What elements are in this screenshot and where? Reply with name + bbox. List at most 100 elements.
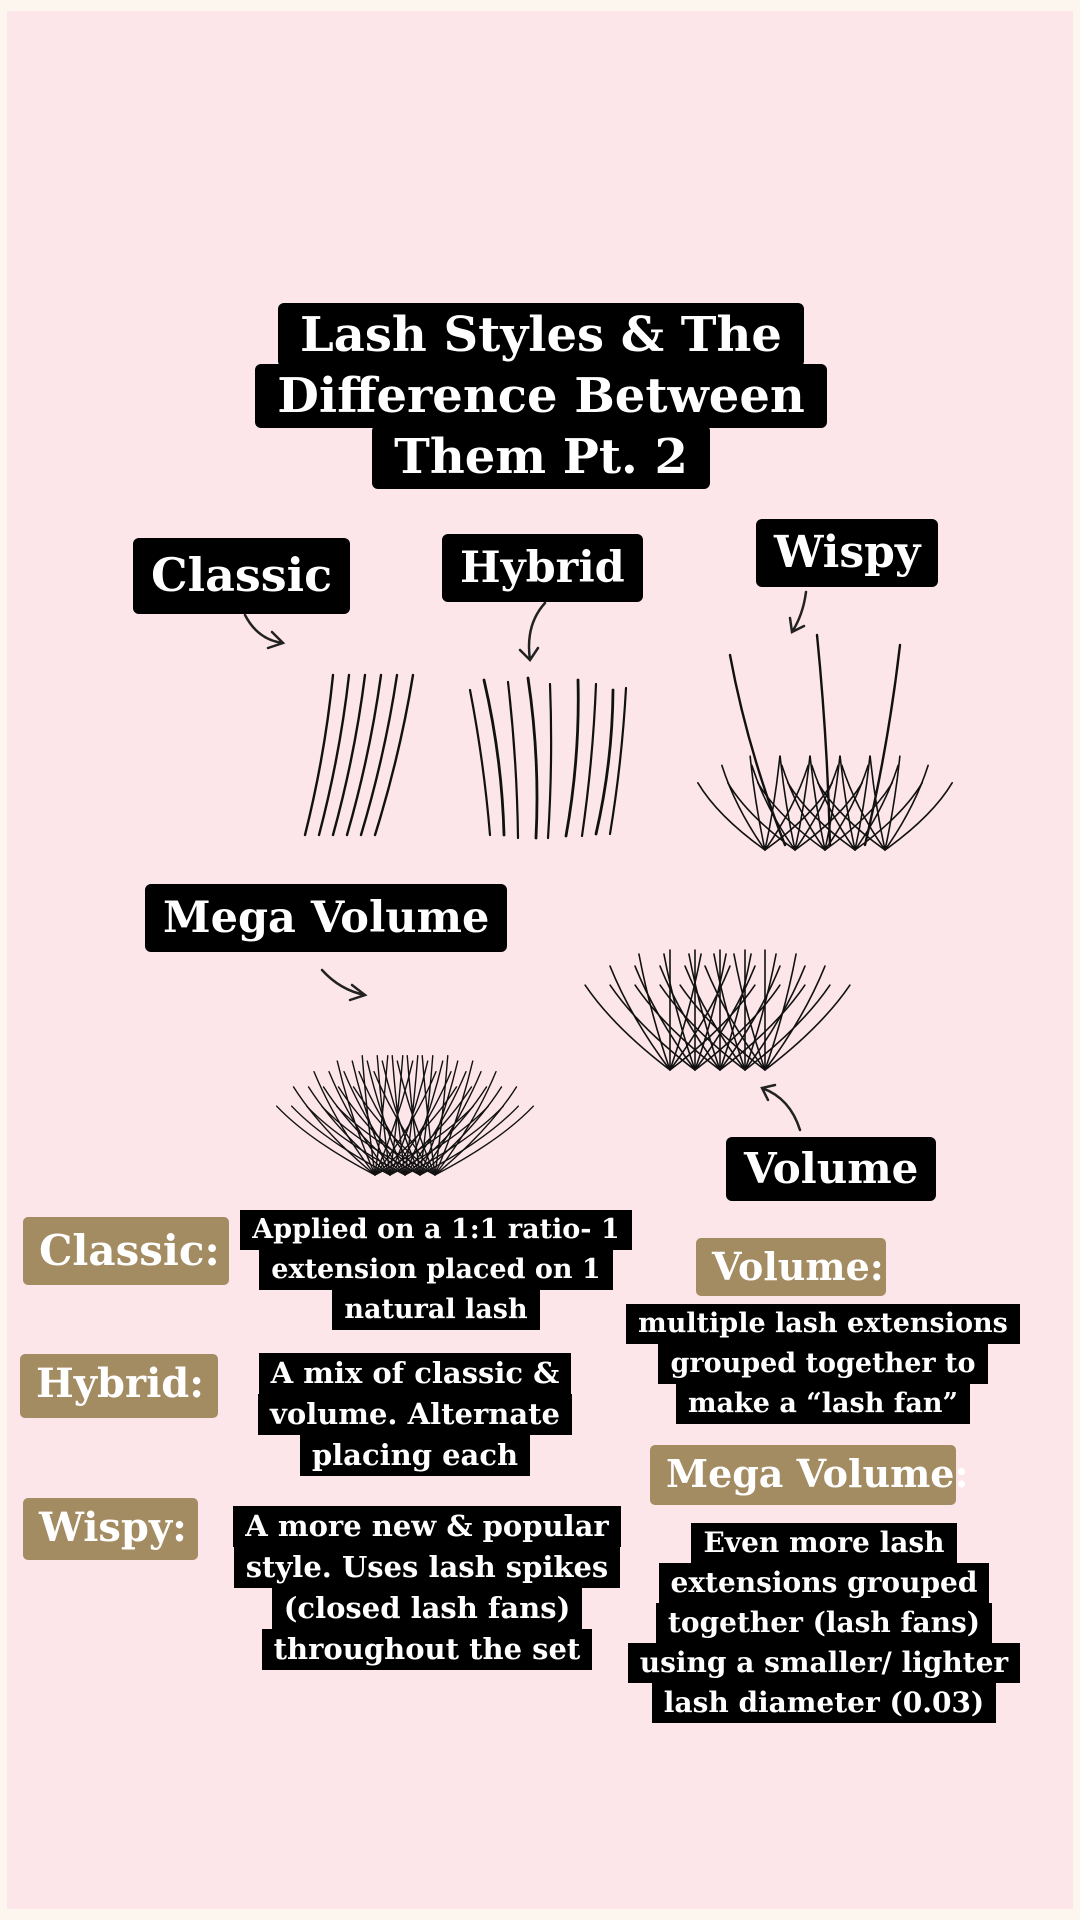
arrow-hybrid-icon: [518, 601, 547, 662]
lash-strand: [688, 953, 721, 1071]
arrow-volume-icon: [760, 1083, 802, 1132]
lash-strand: [306, 1105, 406, 1176]
lash-strand: [421, 1054, 436, 1176]
lash-strand: [728, 653, 787, 847]
lash-strand: [751, 764, 796, 851]
lash-strand: [336, 1060, 376, 1176]
lash-strand: [781, 764, 826, 851]
lash-strand: [884, 764, 929, 851]
lash-strand: [609, 965, 671, 1071]
lash-strand: [434, 1060, 474, 1176]
classic-lash-illustration: [303, 673, 415, 837]
lash-strand: [634, 984, 721, 1071]
lash-strand: [719, 965, 781, 1071]
lash-strand: [276, 1105, 376, 1176]
lash-strand: [337, 1086, 421, 1176]
title-line-1: Lash Styles & The: [252, 303, 830, 367]
lash-strand: [669, 953, 702, 1071]
lash-strand: [841, 764, 886, 851]
lash-strand: [303, 673, 335, 837]
lash-strand: [358, 1070, 421, 1176]
lash-strand: [434, 1105, 534, 1176]
lash-strand: [343, 1070, 406, 1176]
arrow-wispy-icon: [788, 590, 808, 634]
label-wispy: Wispy: [756, 519, 939, 587]
lash-strand: [704, 965, 766, 1071]
lash-strand: [884, 755, 901, 851]
lash-strand: [291, 1105, 391, 1176]
lash-strand: [638, 953, 671, 1071]
lash-strand: [794, 764, 839, 851]
lash-strand: [684, 965, 746, 1071]
arrow-mega-volume-icon: [320, 968, 368, 1002]
lash-strand: [727, 782, 796, 851]
lash-strand: [292, 1086, 376, 1176]
desc-hybrid: A mix of classic & volume. Alternate pla…: [250, 1353, 580, 1476]
lash-strand: [366, 1060, 406, 1176]
title-line-2: Difference Between: [252, 364, 830, 428]
lash-strand: [884, 782, 953, 851]
desc-volume: multiple lash extensions grouped togethe…: [622, 1304, 1024, 1424]
lash-strand: [345, 673, 383, 837]
lash-strand: [482, 678, 506, 837]
lash-strand: [815, 633, 832, 847]
desc-classic: Applied on a 1:1 ratio- 1 extension plac…: [240, 1210, 632, 1330]
term-mega-volume: Mega Volume:: [650, 1445, 968, 1505]
lash-strand: [468, 688, 492, 837]
lash-strand: [584, 984, 671, 1071]
lash-strand: [580, 682, 598, 838]
term-wispy: Wispy:: [23, 1498, 198, 1560]
lash-strand: [824, 755, 841, 851]
lash-strand: [352, 1086, 436, 1176]
label-classic: Classic: [133, 538, 351, 614]
lash-strand: [854, 764, 899, 851]
lash-strand: [634, 965, 696, 1071]
term-volume: Volume:: [696, 1238, 886, 1296]
mega-volume-lash-illustration: [276, 1054, 534, 1176]
lash-strand: [526, 676, 539, 840]
lash-strand: [317, 673, 351, 837]
lash-strand: [794, 782, 863, 851]
lash-strand: [713, 953, 746, 1071]
lash-strand: [336, 1105, 436, 1176]
lash-strand: [694, 953, 727, 1071]
lash-strand: [764, 965, 826, 1071]
lash-strand: [434, 1086, 518, 1176]
lash-strand: [307, 1086, 391, 1176]
wispy-lash-illustration: [697, 633, 953, 851]
lash-strand: [817, 782, 886, 851]
lash-strand: [869, 755, 886, 851]
lash-strand: [659, 965, 721, 1071]
lash-strand: [609, 984, 696, 1071]
lash-strand: [434, 1070, 497, 1176]
lash-strand: [764, 755, 781, 851]
lash-strand: [794, 755, 811, 851]
desc-mega-volume: Even more lash extensions grouped togeth…: [622, 1523, 1026, 1723]
lash-strand: [331, 673, 367, 837]
lash-strand: [697, 782, 766, 851]
lash-strand: [679, 984, 766, 1071]
lash-strand: [506, 680, 520, 840]
lash-strand: [564, 678, 580, 838]
lash-strand: [381, 1060, 421, 1176]
lash-strand: [373, 673, 415, 837]
lash-strand: [594, 688, 615, 836]
arrow-classic-icon: [243, 613, 286, 650]
lash-strand: [663, 953, 696, 1071]
lash-strand: [321, 1105, 421, 1176]
label-volume: Volume: [726, 1137, 937, 1201]
lash-strand: [733, 953, 766, 1071]
lash-strand: [764, 984, 851, 1071]
lash-strand: [322, 1086, 406, 1176]
label-mega-volume: Mega Volume: [145, 884, 508, 952]
term-hybrid: Hybrid:: [20, 1354, 218, 1418]
lash-strand: [824, 782, 893, 851]
title-line-3: Them Pt. 2: [252, 425, 830, 489]
lash-strand: [787, 782, 856, 851]
page-title: Lash Styles & The Difference Between The…: [252, 295, 830, 500]
lash-strand: [359, 673, 399, 837]
lash-strand: [854, 755, 871, 851]
lash-strand: [757, 782, 826, 851]
lash-strand: [434, 1054, 449, 1176]
lash-strand: [546, 682, 553, 840]
